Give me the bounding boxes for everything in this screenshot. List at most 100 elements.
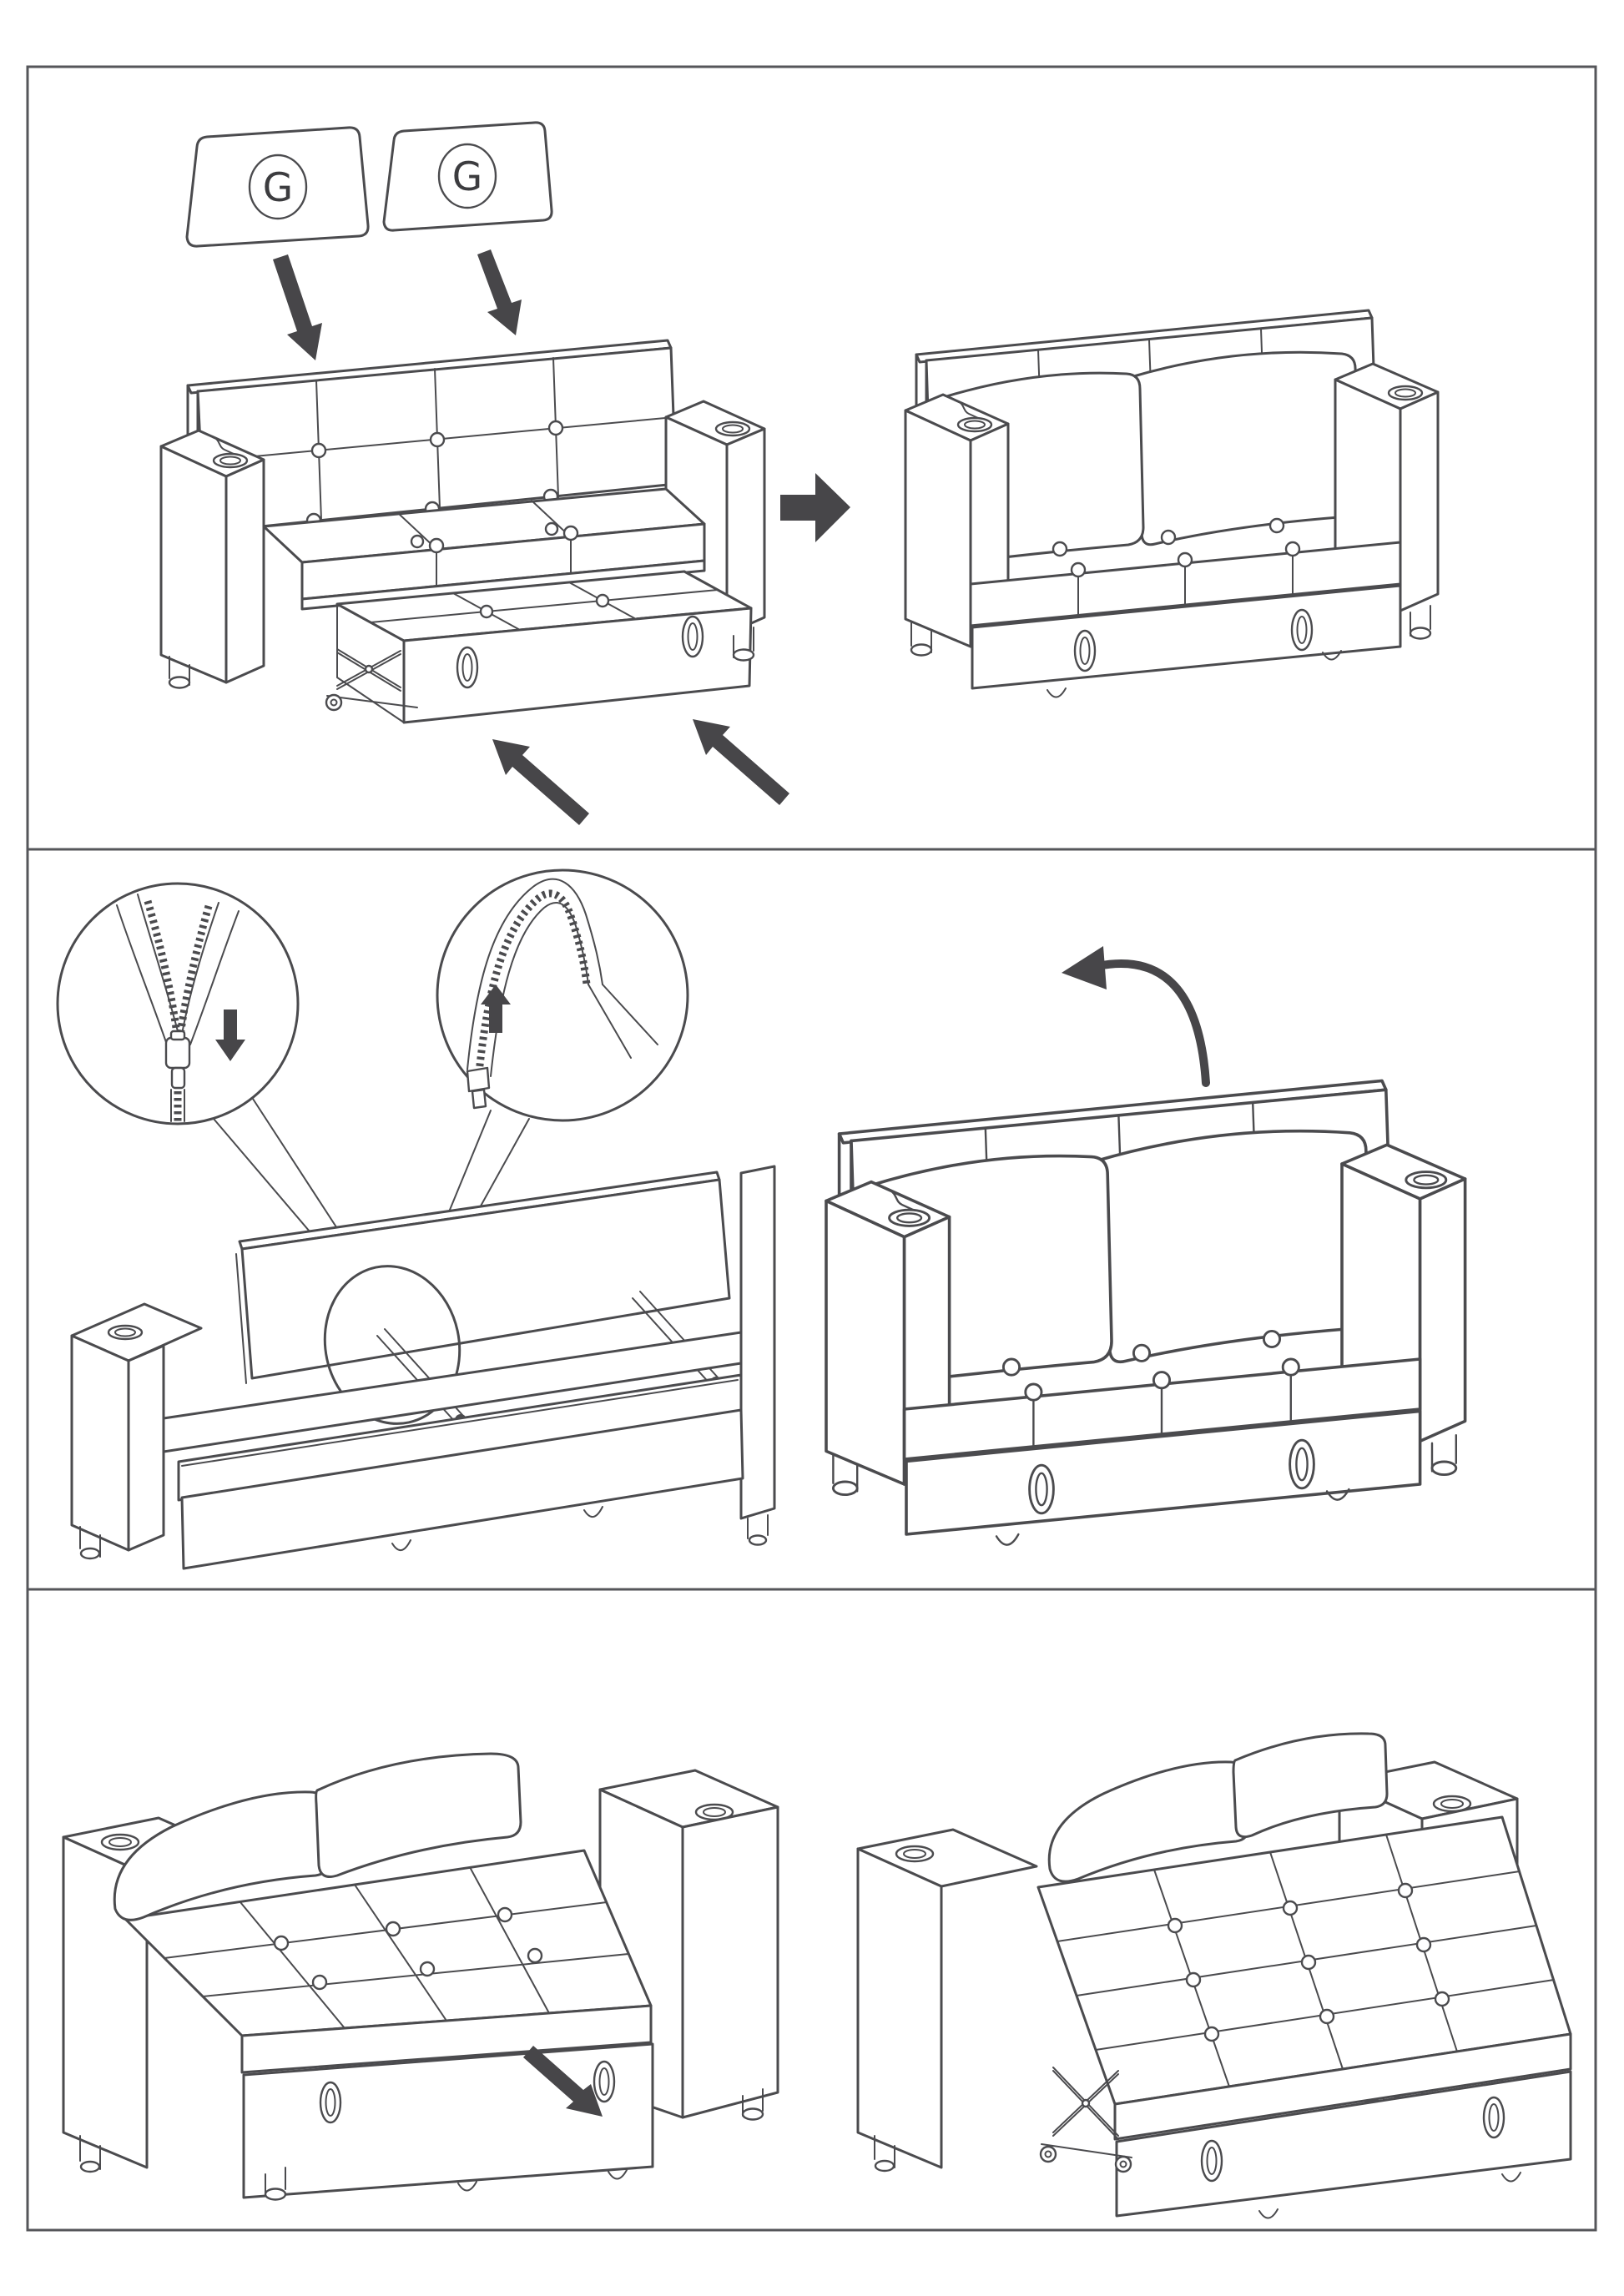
tuft-button	[544, 521, 559, 536]
hinge-highlight-ellipse	[323, 1265, 461, 1425]
fabric-handle-inner	[325, 2088, 336, 2117]
tuft-button	[1282, 1900, 1299, 1916]
tuft-button	[428, 537, 445, 554]
pivot-bolt	[1081, 2098, 1091, 2108]
tuft-button	[1319, 2008, 1335, 2025]
cup-holder-inner	[108, 1837, 132, 1847]
fabric-handle	[1200, 2139, 1223, 2183]
fabric-handle-inner	[1206, 2147, 1218, 2175]
pullout-front	[242, 2042, 654, 2199]
foot	[265, 2167, 286, 2195]
zipper-slider	[164, 1036, 191, 1070]
part-label: G	[263, 165, 293, 211]
right-armrest	[739, 1165, 776, 1520]
tuft-button	[310, 442, 327, 459]
cup-holder-inner	[903, 1849, 926, 1859]
scissor-leg	[325, 648, 418, 712]
arrow-head	[1062, 946, 1107, 989]
tuft-button	[497, 1906, 513, 1923]
push-in-arrow-icon	[492, 739, 589, 825]
caster-wheel	[1039, 2145, 1057, 2163]
outer-border	[26, 65, 1597, 2232]
pullout-side-edge	[336, 603, 405, 723]
zipper-closed-tape	[170, 1089, 185, 1122]
foot-base	[748, 1534, 768, 1546]
down-arrow-icon	[477, 249, 522, 335]
fabric-handle-inner	[687, 622, 699, 651]
tuft-button	[1397, 1882, 1414, 1899]
detail-circle	[436, 869, 689, 1122]
zipper-pull-tab	[170, 1066, 186, 1090]
tuft-button	[429, 431, 446, 448]
foot-base	[741, 2107, 764, 2121]
headrest-cushion-1: G	[185, 126, 370, 248]
tuft-button	[410, 534, 425, 549]
cup-holder-icon	[100, 1833, 140, 1851]
foot-base	[79, 2160, 101, 2173]
tuft-button	[595, 593, 610, 608]
tuft-button	[1300, 1954, 1317, 1971]
tuft-button	[1434, 1991, 1450, 2007]
fabric-handle-inner	[1488, 2103, 1500, 2132]
panel-step-3	[62, 1732, 1572, 2219]
fabric-handle-inner	[461, 653, 473, 682]
zipper-teeth-left	[144, 899, 181, 1035]
cup-holder-inner	[219, 456, 241, 466]
bed-seams-depth	[240, 1866, 550, 2029]
cup-holder-inner	[114, 1327, 136, 1337]
casters	[1258, 2172, 1521, 2219]
foot	[747, 1514, 769, 1539]
foot-base	[79, 1547, 101, 1560]
scissor-leg	[1039, 2067, 1132, 2173]
drawer-back-panel	[180, 1408, 744, 1570]
right-block-arrow-icon	[780, 473, 850, 542]
tuft-button	[1415, 1936, 1432, 1953]
zipper-pull-tab	[471, 1088, 487, 1110]
fabric-handle	[681, 615, 704, 658]
sofa-bed-folded-flat	[62, 1752, 779, 2201]
pillow-right	[1232, 1732, 1389, 1839]
foot-base	[264, 2188, 287, 2201]
casters	[457, 2169, 628, 2192]
panel-step-2	[56, 869, 1467, 1570]
panel-step-1: G G	[159, 121, 1440, 825]
unzip-down-arrow-icon	[215, 1010, 245, 1061]
page-frame	[26, 65, 1597, 2232]
fabric-handle	[319, 2081, 342, 2124]
foot-right-base	[732, 648, 755, 662]
mattress-band	[240, 2004, 653, 2074]
tuft-button	[547, 420, 564, 436]
assembled-sofa-result	[904, 309, 1440, 699]
part-label-circle	[248, 154, 308, 220]
sofa-rear-frame	[70, 1165, 776, 1570]
detail-circle	[56, 882, 300, 1125]
cover-panel-edges	[588, 984, 658, 1059]
zipper-tape-left	[116, 894, 179, 1045]
left-armrest-front	[224, 458, 265, 684]
cup-holder-inner	[722, 424, 744, 434]
left-armrest-outer	[70, 1334, 130, 1552]
push-in-arrow-icon	[693, 719, 789, 805]
zipper-detail-closed	[418, 869, 689, 1294]
tuft-button	[311, 1974, 328, 1991]
left-armrest-side	[127, 1344, 165, 1552]
caster-wheel	[1114, 2155, 1132, 2173]
arrow-curve	[1093, 959, 1210, 1087]
fabric-handle	[456, 646, 479, 689]
back-panel	[240, 1178, 731, 1380]
cup-holder-icon	[107, 1324, 144, 1341]
tuft-button	[273, 1935, 290, 1951]
zipper-slider-bridge	[169, 1030, 186, 1041]
zipper-tape-right	[180, 902, 240, 1045]
zipper-detail-open	[56, 882, 375, 1294]
zip-up-arrow-icon	[481, 984, 511, 1033]
part-label-circle	[437, 143, 497, 209]
casters	[391, 1506, 603, 1551]
right-armrest-outer	[725, 427, 766, 636]
cup-holder-inner	[703, 1807, 726, 1817]
tuft-button	[479, 604, 494, 619]
fabric-handle	[593, 2060, 616, 2103]
cup-holder-inner	[1440, 1799, 1464, 1809]
seat-band-seams	[436, 536, 572, 587]
foot-base	[874, 2159, 895, 2173]
